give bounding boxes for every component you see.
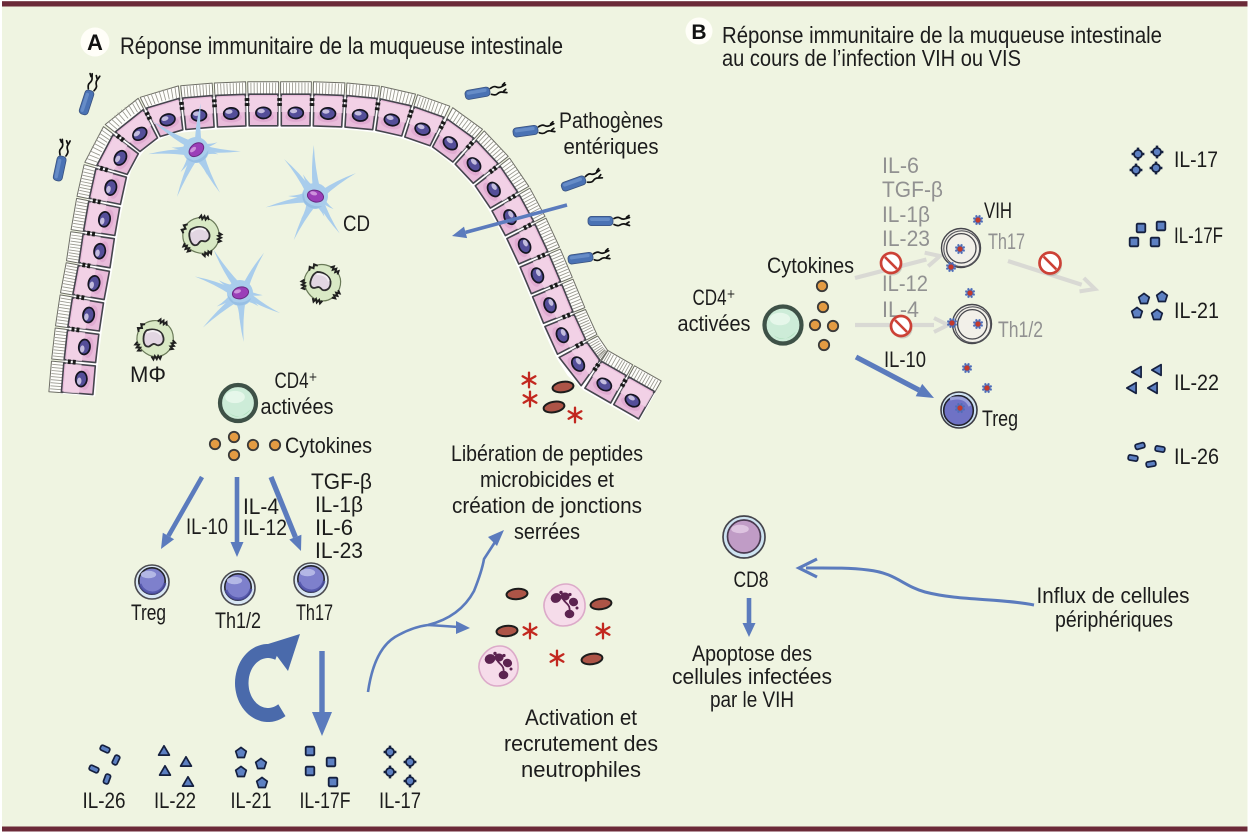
svg-text:CD: CD: [343, 211, 370, 236]
svg-text:activées: activées: [678, 311, 751, 336]
svg-text:IL-4: IL-4: [243, 494, 279, 519]
svg-text:IL-23: IL-23: [315, 538, 363, 563]
svg-text:IL-12: IL-12: [243, 515, 287, 540]
svg-text:neutrophiles: neutrophiles: [521, 757, 641, 782]
svg-text:Réponse immunitaire de la muqu: Réponse immunitaire de la muqueuse intes…: [722, 22, 1162, 48]
svg-text:TGF-β: TGF-β: [882, 177, 943, 202]
svg-text:cellules infectées: cellules infectées: [672, 664, 832, 689]
svg-text:microbicides et: microbicides et: [480, 467, 614, 492]
svg-text:IL-10: IL-10: [186, 514, 228, 539]
svg-text:IL-17F: IL-17F: [300, 788, 351, 813]
svg-text:Treg: Treg: [131, 600, 166, 625]
svg-text:MΦ: MΦ: [130, 362, 166, 387]
svg-text:Libération de peptides: Libération de peptides: [451, 441, 643, 466]
svg-text:Apoptose des: Apoptose des: [692, 641, 812, 666]
svg-text:Cytokines: Cytokines: [285, 433, 372, 458]
svg-text:Treg: Treg: [982, 406, 1018, 431]
svg-text:Th1/2: Th1/2: [998, 317, 1043, 342]
svg-text:IL-26: IL-26: [83, 788, 126, 813]
svg-text:CD4⁺: CD4⁺: [693, 285, 736, 310]
svg-text:périphériques: périphériques: [1055, 607, 1173, 632]
svg-text:création de jonctions: création de jonctions: [452, 493, 642, 518]
svg-text:activées: activées: [261, 394, 334, 419]
svg-text:Th17: Th17: [296, 600, 333, 625]
svg-text:IL-17: IL-17: [1174, 147, 1218, 172]
svg-text:entériques: entériques: [564, 134, 659, 159]
svg-text:A: A: [87, 30, 103, 55]
svg-text:IL-1β: IL-1β: [882, 202, 930, 227]
svg-text:CD8: CD8: [734, 567, 769, 592]
svg-text:IL-21: IL-21: [231, 788, 272, 813]
svg-text:Influx de cellules: Influx de cellules: [1037, 583, 1190, 608]
svg-text:Th17: Th17: [988, 229, 1025, 254]
svg-text:serrées: serrées: [514, 519, 580, 544]
svg-text:par le VIH: par le VIH: [710, 687, 794, 712]
svg-text:Activation et: Activation et: [525, 705, 637, 730]
svg-text:Pathogènes: Pathogènes: [559, 108, 663, 133]
svg-text:Th1/2: Th1/2: [215, 608, 261, 633]
svg-text:IL-6: IL-6: [315, 515, 353, 540]
svg-text:IL-12: IL-12: [882, 271, 928, 296]
svg-text:IL-17: IL-17: [379, 788, 421, 813]
svg-text:IL-26: IL-26: [1174, 444, 1219, 469]
svg-text:TGF-β: TGF-β: [311, 469, 372, 494]
svg-text:IL-10: IL-10: [884, 347, 926, 372]
svg-text:CD4⁺: CD4⁺: [275, 368, 318, 393]
svg-text:recrutement des: recrutement des: [504, 731, 658, 756]
svg-text:Cytokines: Cytokines: [767, 253, 854, 278]
svg-text:IL-22: IL-22: [154, 788, 196, 813]
svg-text:IL-23: IL-23: [882, 226, 930, 251]
svg-text:VIH: VIH: [984, 198, 1012, 223]
svg-text:IL-21: IL-21: [1174, 298, 1219, 323]
svg-text:Réponse immunitaire de la muqu: Réponse immunitaire de la muqueuse intes…: [120, 33, 563, 60]
svg-text:IL-22: IL-22: [1174, 370, 1219, 395]
svg-text:IL-17F: IL-17F: [1174, 223, 1223, 248]
svg-text:IL-1β: IL-1β: [315, 492, 363, 517]
svg-text:IL-6: IL-6: [882, 153, 919, 178]
svg-text:B: B: [691, 21, 706, 44]
svg-text:au cours de l’infection VIH ou: au cours de l’infection VIH ou VIS: [722, 45, 1021, 71]
